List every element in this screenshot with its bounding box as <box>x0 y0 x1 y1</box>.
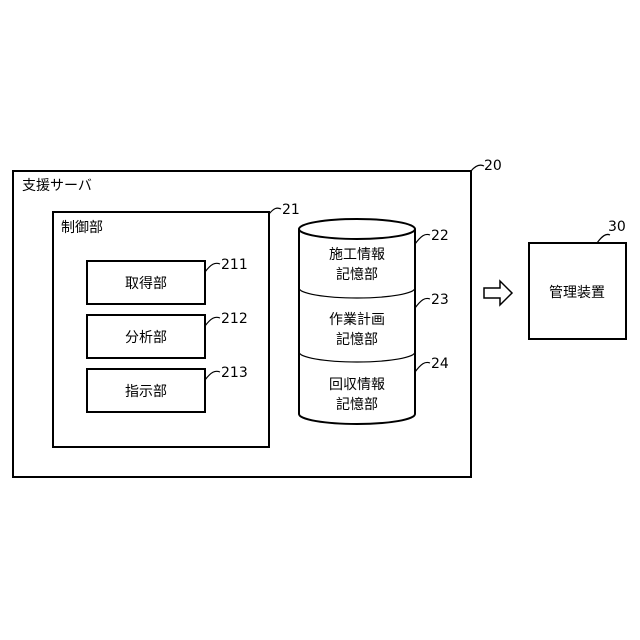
support-server-ref: 20 <box>484 158 502 174</box>
instruction-unit-ref: 213 <box>221 365 248 381</box>
collection-info-storage-line2: 記憶部 <box>336 396 378 413</box>
work-plan-storage-ref: 23 <box>431 292 449 308</box>
acquisition-unit-ref: 211 <box>221 257 248 273</box>
management-device-leader <box>597 234 610 243</box>
support-server-label: 支援サーバ <box>22 178 92 194</box>
construction-info-storage-line1: 施工情報 <box>329 247 385 263</box>
control-unit-label: 制御部 <box>61 220 103 236</box>
work-plan-storage-line1: 作業計画 <box>329 312 385 328</box>
management-device-label: 管理装置 <box>549 285 605 301</box>
work-plan-storage-line2: 記憶部 <box>336 331 378 348</box>
analysis-unit-ref: 212 <box>221 311 248 327</box>
analysis-unit-label: 分析部 <box>125 330 167 346</box>
collection-info-storage-line1: 回収情報 <box>329 377 385 393</box>
collection-info-storage-ref: 24 <box>431 356 449 372</box>
instruction-unit-label: 指示部 <box>125 384 167 400</box>
storage-cylinder-top <box>299 219 415 239</box>
right-arrow-icon <box>484 281 512 305</box>
construction-info-storage-line2: 記憶部 <box>336 266 378 283</box>
management-device-ref: 30 <box>608 219 626 235</box>
control-unit-ref: 21 <box>282 202 300 218</box>
acquisition-unit-label: 取得部 <box>125 275 167 292</box>
construction-info-storage-ref: 22 <box>431 228 449 244</box>
support-server-leader <box>471 165 484 171</box>
